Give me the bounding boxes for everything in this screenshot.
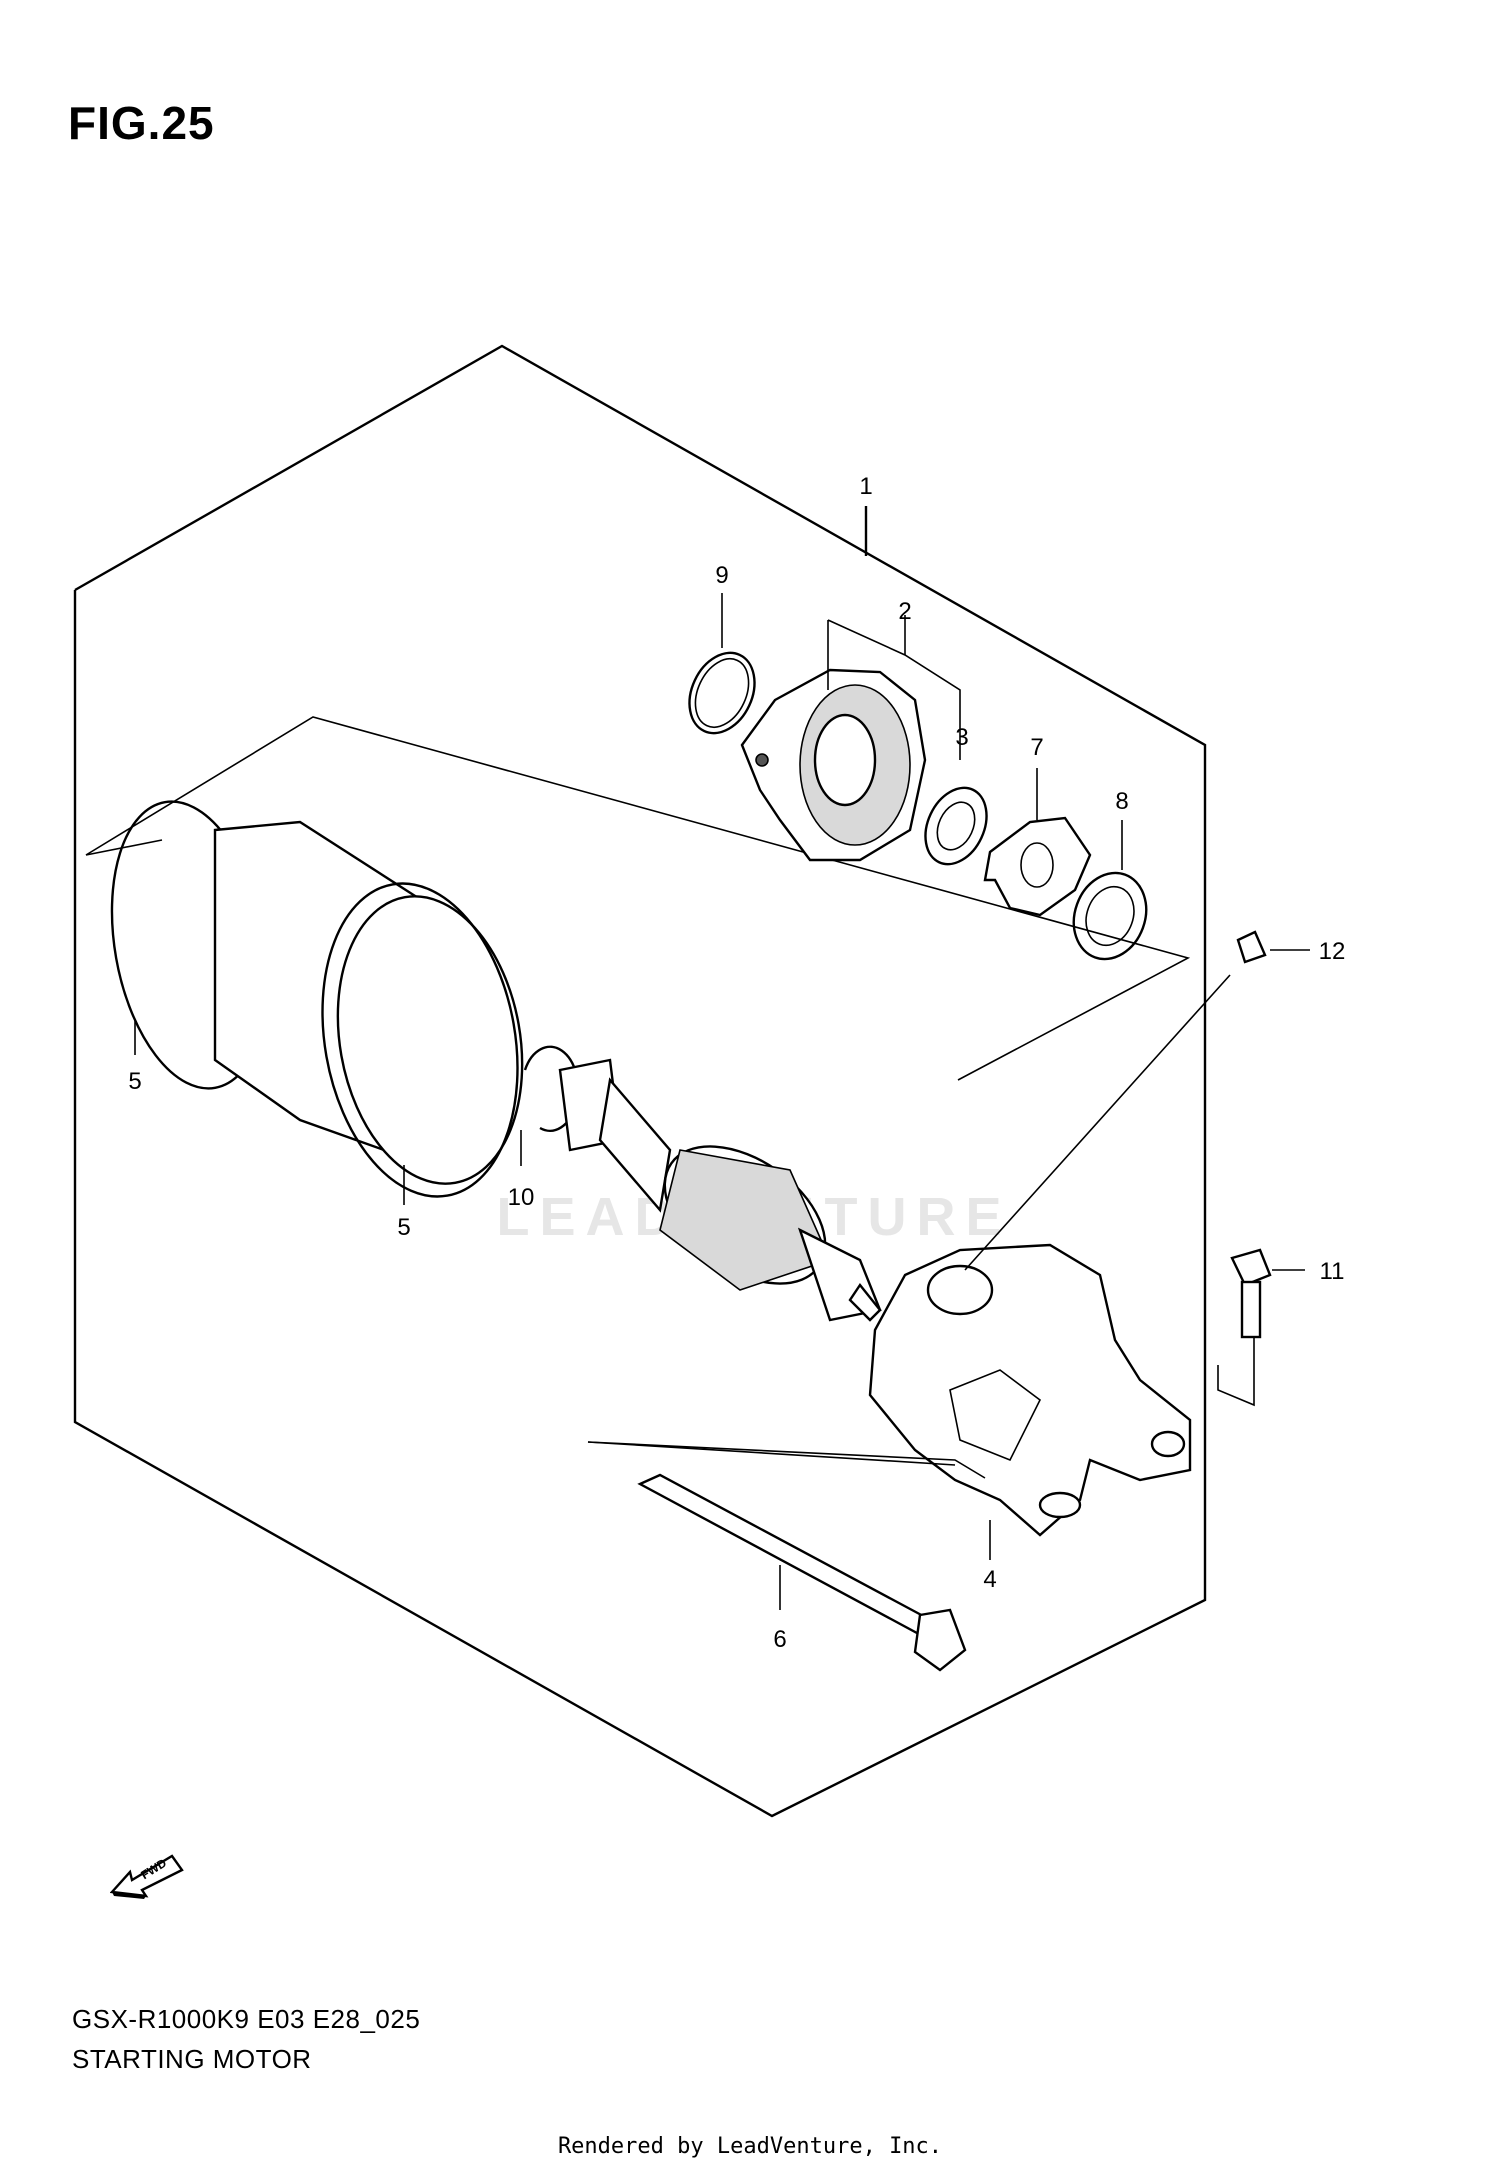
callout-1: 1: [859, 473, 873, 500]
front-housing-part-2: [740, 615, 961, 862]
lock-washer-part-7: [983, 768, 1092, 917]
oil-seal-part-3: [924, 786, 988, 866]
callout-2: 2: [898, 598, 912, 625]
through-bolt-part-6: [637, 1473, 967, 1672]
through-bolt-leader: [587, 1441, 986, 1479]
rear-housing-part-4: [868, 1243, 1192, 1560]
o-ring-part-9: [688, 593, 756, 735]
yoke-subassembly-boundary: [85, 716, 1191, 1081]
fwd-arrow-icon: FWD: [109, 1850, 190, 1900]
figure-title: FIG.25: [68, 97, 215, 149]
callout-10: 10: [507, 1184, 535, 1211]
yoke-part-5: [110, 800, 524, 1205]
callout-11: 11: [1319, 1258, 1345, 1285]
callout-4: 4: [983, 1566, 997, 1593]
assembly-boundary: [73, 344, 1207, 1818]
callout-6: 6: [773, 1626, 787, 1653]
rendered-by-credit: Rendered by LeadVenture, Inc.: [557, 2134, 943, 2159]
callout-5-oring: 5: [397, 1214, 411, 1241]
callout-8: 8: [1115, 788, 1129, 815]
model-code: GSX-R1000K9 E03 E28_025: [72, 2004, 421, 2034]
callout-12: 12: [1318, 938, 1346, 965]
armature: [558, 1058, 882, 1322]
bolt-part-11: [1217, 1248, 1305, 1407]
callout-9: 9: [715, 562, 729, 589]
through-bolt-leader-b: [587, 1441, 956, 1466]
callout-7: 7: [1030, 734, 1044, 761]
section-name: STARTING MOTOR: [72, 2044, 312, 2074]
cap-part-12: [964, 930, 1310, 1271]
yoke-subassembly-side: [85, 839, 163, 856]
callout-3: 3: [955, 724, 969, 751]
washer-part-8: [1072, 820, 1148, 961]
callout-5-yoke: 5: [128, 1068, 142, 1095]
